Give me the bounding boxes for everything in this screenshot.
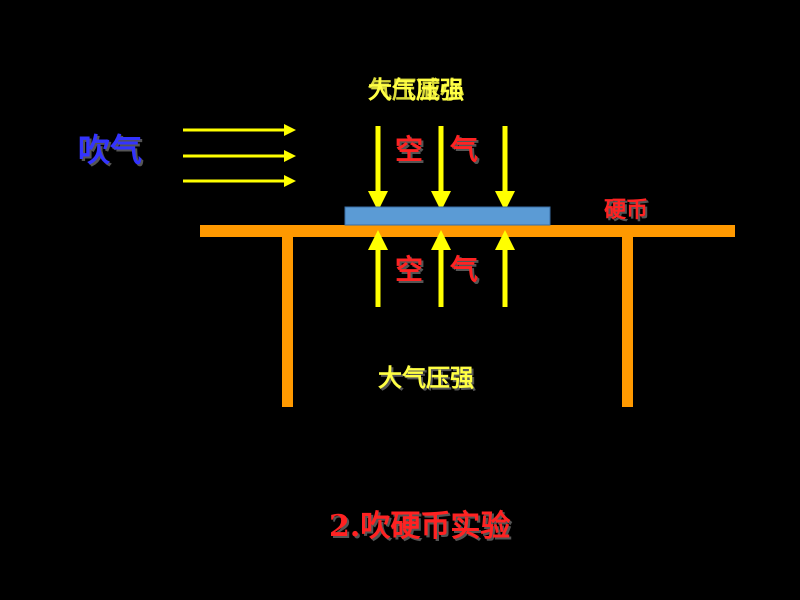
coin bbox=[344, 206, 551, 226]
blow-arrows bbox=[183, 124, 296, 187]
air-top-right-label: 气 bbox=[450, 133, 479, 166]
coin-label: 硬币 bbox=[604, 198, 649, 223]
table bbox=[200, 225, 735, 407]
table-top bbox=[200, 225, 735, 237]
table-leg-right bbox=[622, 237, 633, 407]
top-label-atm-pressure: 大气压强 bbox=[368, 76, 464, 104]
air-up-arrows bbox=[368, 230, 515, 307]
air-bottom-left-label: 空 bbox=[395, 253, 424, 286]
top-label-pressure-reduced: 气压减小 bbox=[368, 76, 464, 104]
air-bottom-right-label: 气 bbox=[450, 253, 479, 286]
air-top-left-label: 空 bbox=[395, 133, 424, 166]
top-pressure-label: 大气压强 气压减小 bbox=[368, 78, 498, 108]
blow-label: 吹气 bbox=[78, 131, 143, 169]
table-leg-left bbox=[282, 237, 293, 407]
slide-title: 2.吹硬币实验 bbox=[329, 509, 511, 544]
atm-pressure-label: 大气压强 bbox=[378, 364, 474, 392]
air-down-arrows bbox=[368, 126, 515, 211]
